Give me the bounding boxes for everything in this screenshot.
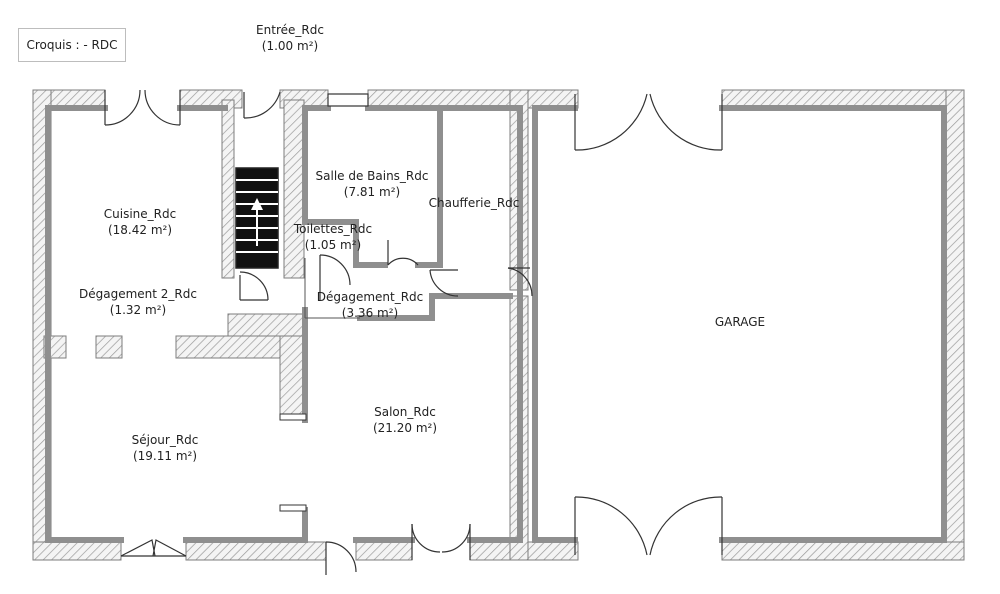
room-label-sejour: Séjour_Rdc (19.11 m²) [132, 432, 199, 464]
room-label-salon: Salon_Rdc (21.20 m²) [373, 404, 437, 436]
room-label-cuisine: Cuisine_Rdc (18.42 m²) [104, 206, 176, 238]
room-label-chaufferie: Chaufferie_Rdc [429, 195, 520, 211]
room-area: (1.32 m²) [109, 303, 167, 317]
exterior-walls [32, 89, 965, 561]
solid-walls [45, 105, 947, 543]
room-name: Dégagement 2_Rdc [79, 287, 197, 301]
interior-walls [43, 99, 305, 421]
room-area: (3.36 m²) [341, 306, 399, 320]
room-area: (19.11 m²) [132, 449, 198, 463]
doors [104, 89, 723, 575]
room-name: Entrée_Rdc [256, 23, 324, 37]
room-area: (21.20 m²) [372, 421, 438, 435]
room-name: Toilettes_Rdc [293, 222, 373, 236]
room-label-salle-de-bains: Salle de Bains_Rdc (7.81 m²) [316, 168, 429, 200]
room-label-garage: GARAGE [715, 314, 765, 330]
room-label-entree: Entrée_Rdc (1.00 m²) [256, 22, 324, 54]
room-label-toilettes: Toilettes_Rdc (1.05 m²) [294, 221, 372, 253]
room-name: Salle de Bains_Rdc [315, 169, 429, 183]
room-name: GARAGE [714, 315, 766, 329]
room-name: Chaufferie_Rdc [428, 196, 520, 210]
room-area: (18.42 m²) [107, 223, 173, 237]
room-name: Dégagement_Rdc [316, 290, 424, 304]
room-name: Salon_Rdc [374, 405, 436, 419]
window [327, 93, 369, 107]
partitions [279, 258, 360, 512]
room-label-degagement: Dégagement_Rdc (3.36 m²) [317, 289, 424, 321]
room-name: Cuisine_Rdc [103, 207, 177, 221]
room-area: (1.05 m²) [304, 238, 362, 252]
room-name: Séjour_Rdc [131, 433, 199, 447]
staircase [235, 167, 279, 269]
room-label-degagement-2: Dégagement 2_Rdc (1.32 m²) [79, 286, 197, 318]
room-area: (7.81 m²) [343, 185, 401, 199]
room-area: (1.00 m²) [261, 39, 319, 53]
plan-title: Croquis : - RDC [18, 28, 126, 62]
